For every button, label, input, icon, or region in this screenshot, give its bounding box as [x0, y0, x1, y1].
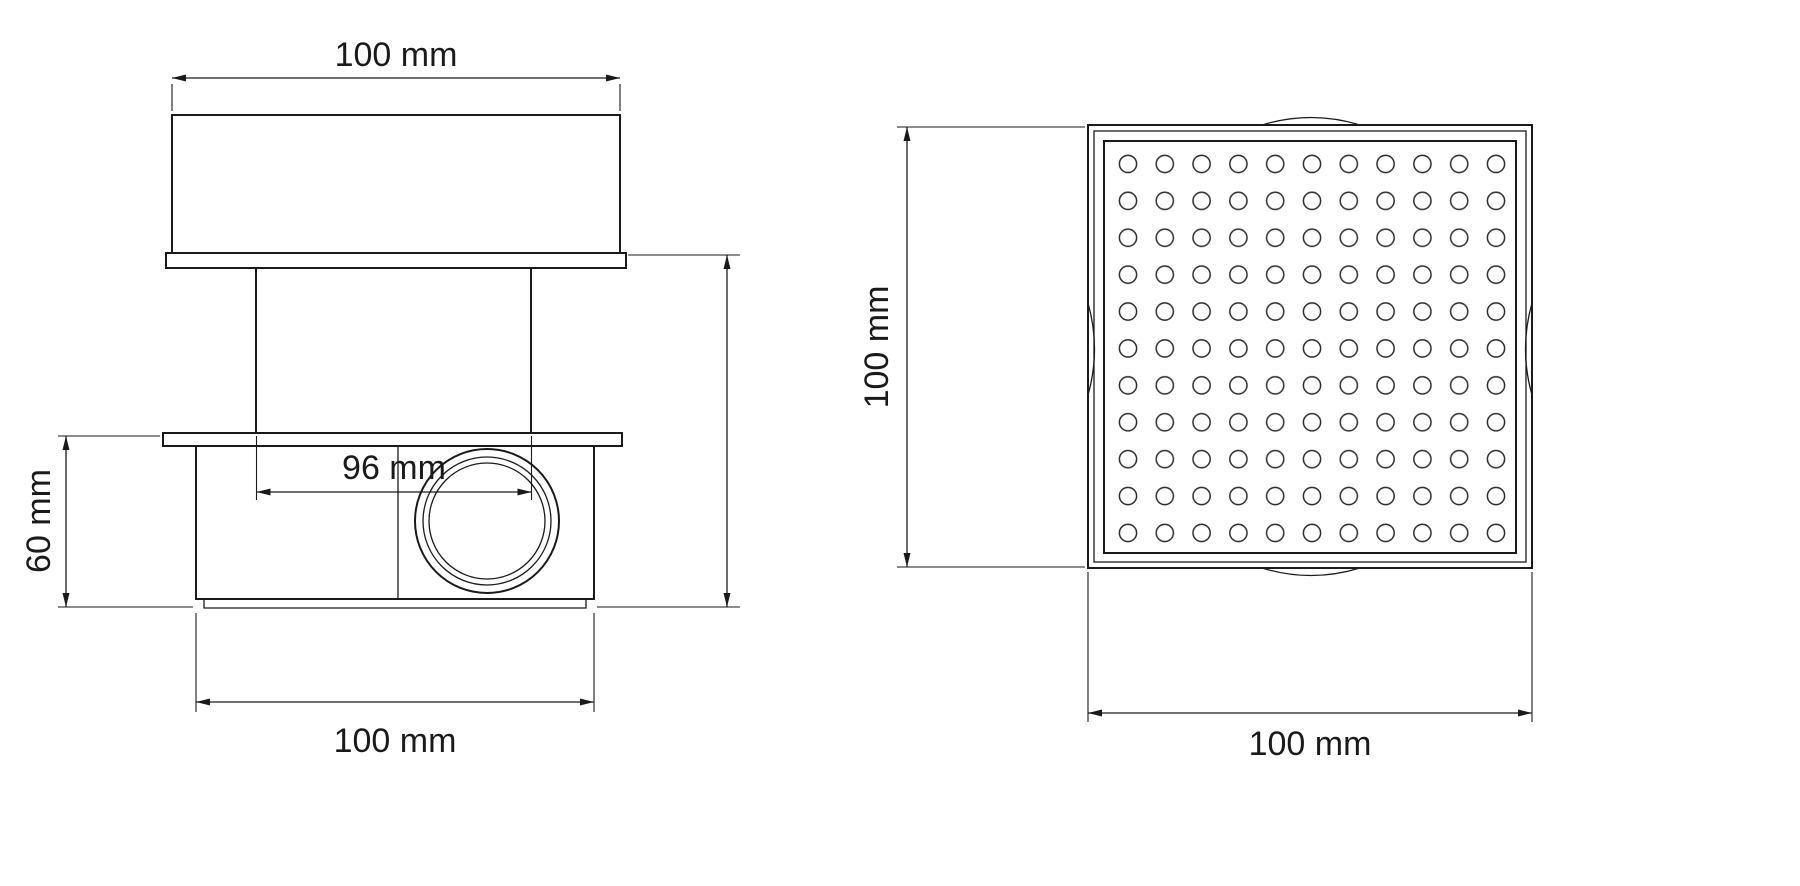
- dim-grate-height: 100 mm: [858, 126, 1085, 568]
- dim-label-grate-width: 100 mm: [1249, 725, 1372, 763]
- side-view-part-geometry: [162, 114, 627, 609]
- grate-tab-right: [1524, 302, 1533, 396]
- outlet-pipe-inner: [428, 462, 546, 580]
- dim-overall-height: [597, 254, 740, 608]
- top-view-part-geometry: [1087, 116, 1533, 577]
- body-bottom-band: [203, 599, 587, 609]
- outlet-pipe-mid: [422, 456, 552, 586]
- grate-inner-plate: [1103, 140, 1517, 554]
- dim-grate-width: 100 mm: [1087, 572, 1533, 763]
- body-flange: [162, 432, 623, 447]
- grate-hole-grid: [1109, 145, 1515, 552]
- dim-bottom-width-side: 100 mm: [195, 613, 595, 760]
- dim-label-grate-height: 100 mm: [858, 286, 896, 409]
- side-view: 100 mm 96 mm 60 mm: [20, 36, 740, 760]
- dim-label-bottom-width: 100 mm: [334, 722, 457, 760]
- dim-label-top-width: 100 mm: [335, 36, 458, 74]
- grate-cap-flange: [165, 252, 627, 269]
- dim-label-body-height: 60 mm: [20, 469, 58, 573]
- dim-body-height: 60 mm: [20, 435, 193, 608]
- drain-body: [195, 445, 595, 600]
- dim-label-trap-width: 96 mm: [342, 449, 446, 487]
- grate-tab-top: [1261, 116, 1361, 126]
- top-view: 100 mm 100 mm: [858, 116, 1533, 763]
- grate-cap-side: [171, 114, 621, 254]
- grate-tab-bottom: [1261, 567, 1361, 577]
- grate-outer-frame: [1087, 124, 1533, 569]
- grate-tab-left: [1087, 302, 1096, 396]
- corrugated-riser: [255, 267, 532, 434]
- dim-top-width: 100 mm: [171, 36, 621, 111]
- outlet-pipe-outer: [414, 448, 560, 594]
- dim-trap-width: 96 mm: [255, 436, 533, 500]
